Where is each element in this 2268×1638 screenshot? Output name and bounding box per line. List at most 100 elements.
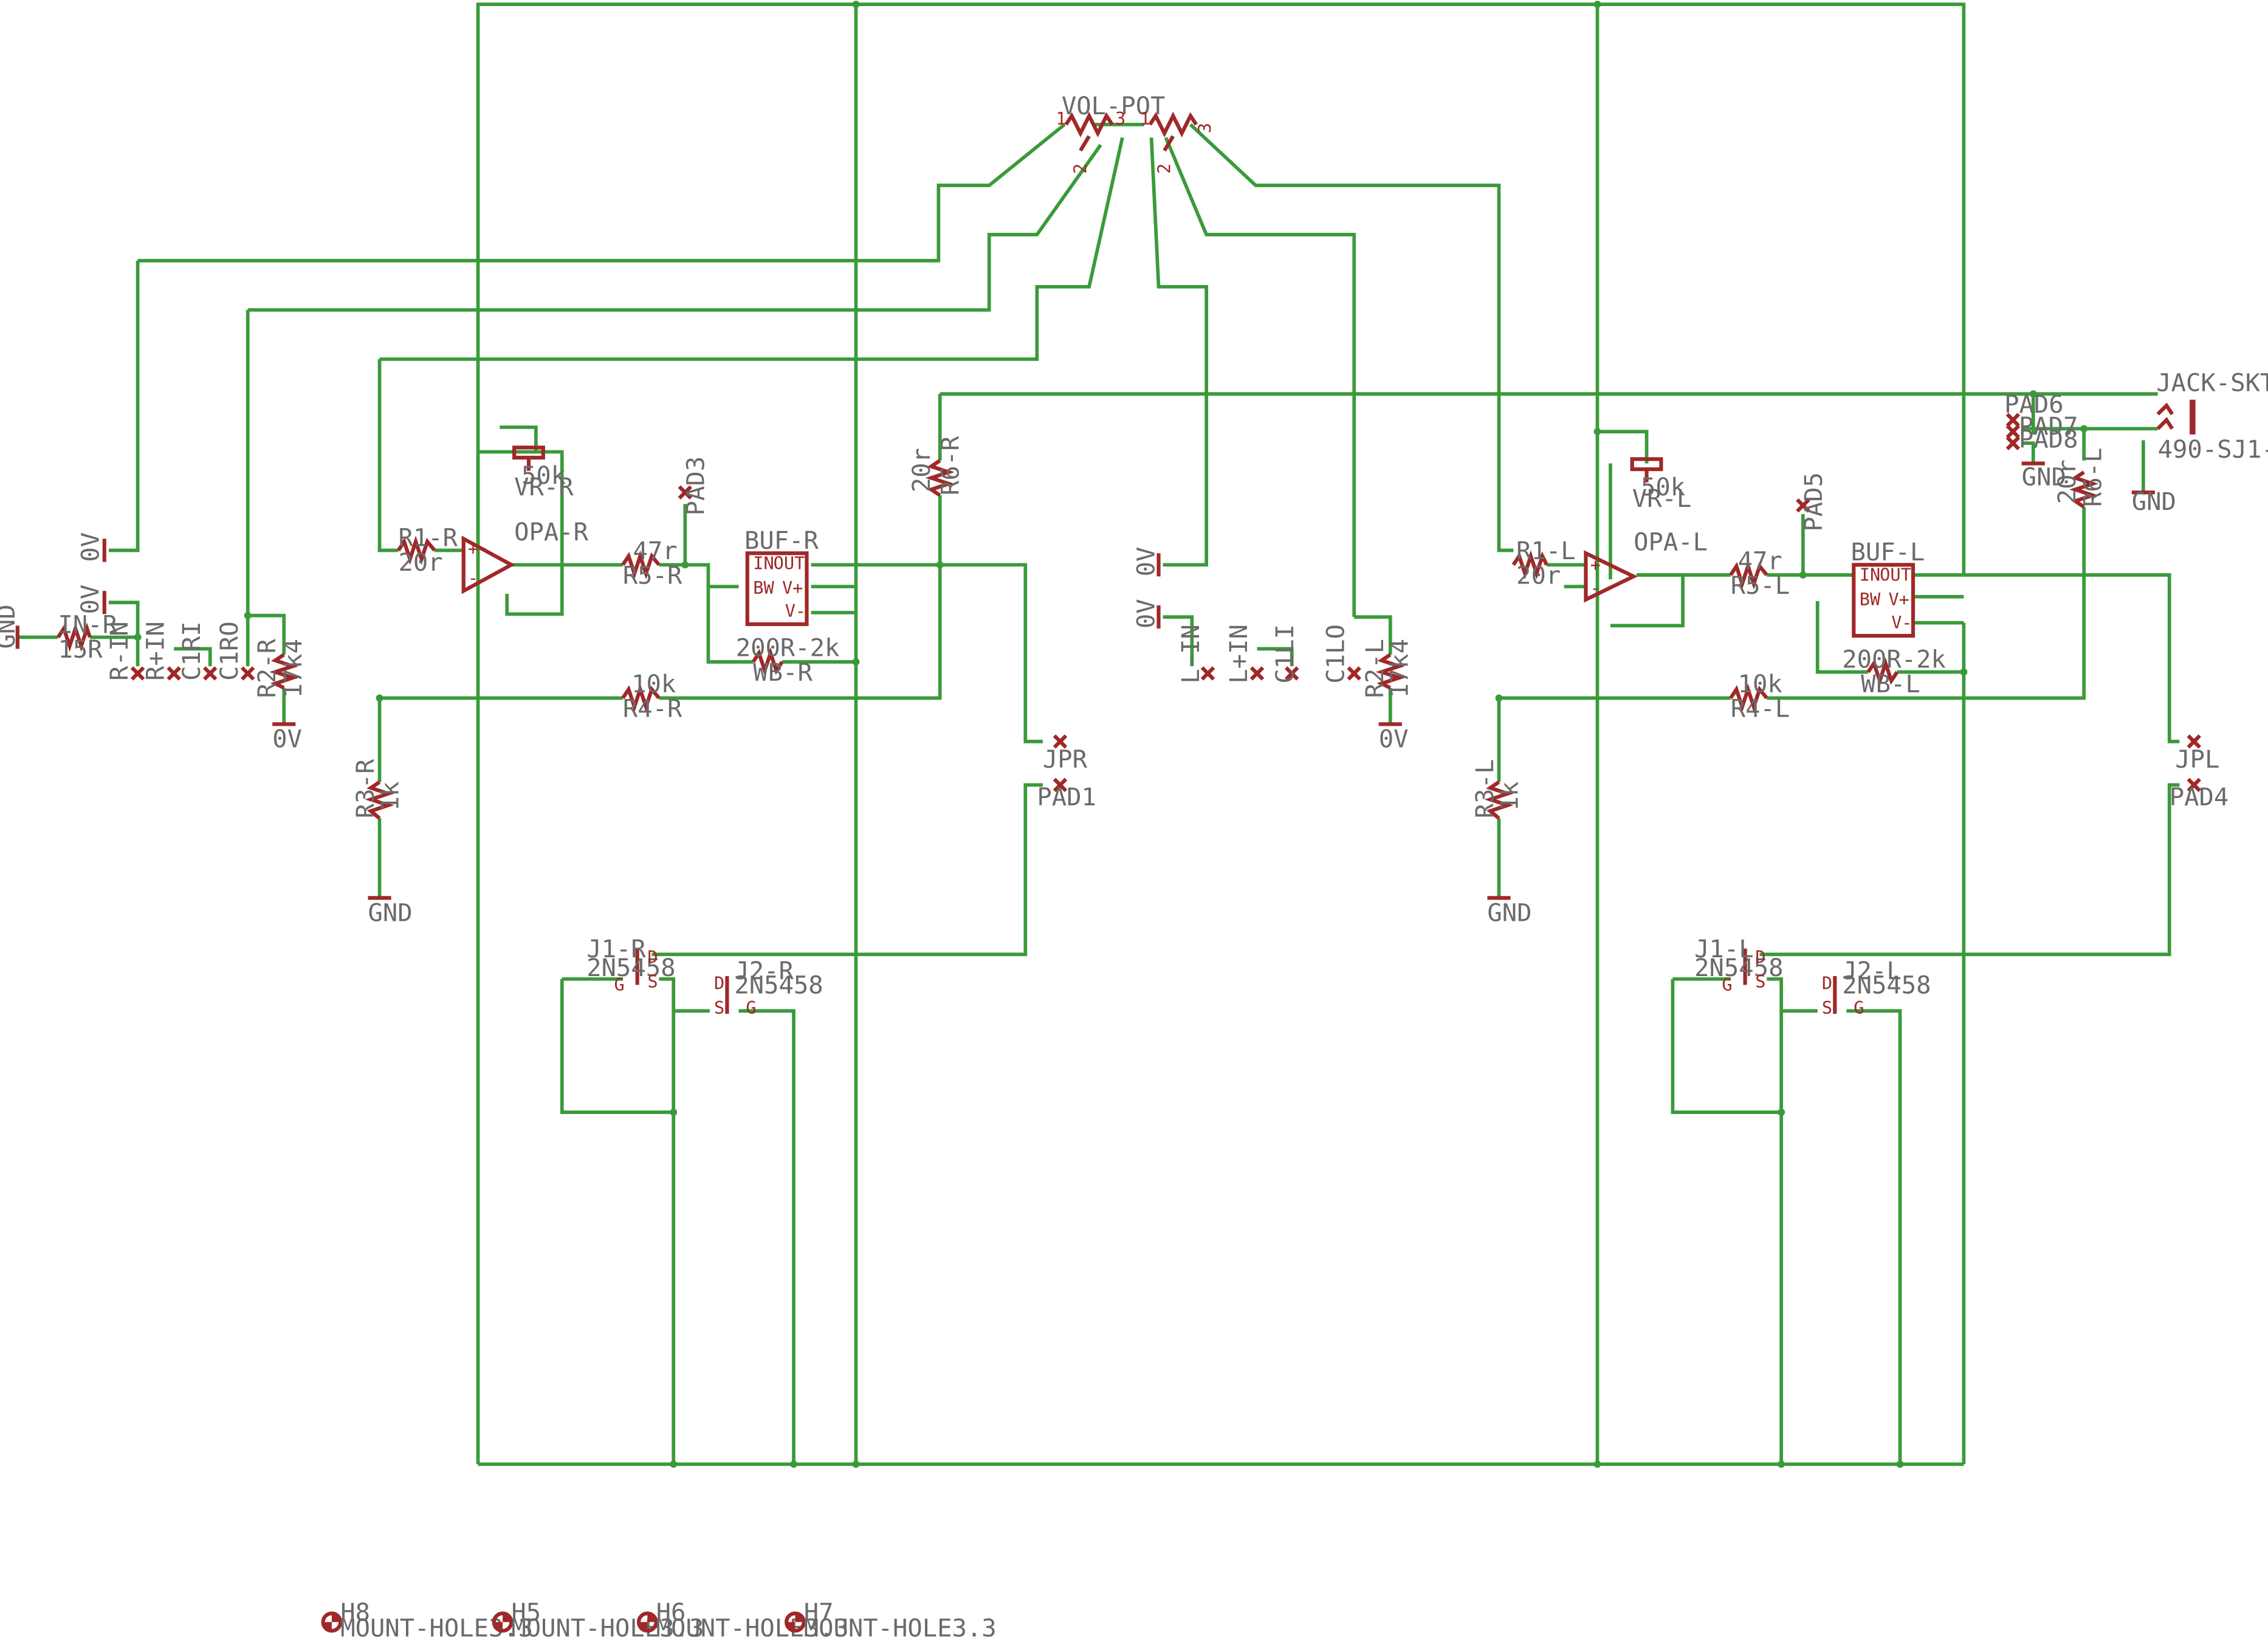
j1-l-jfet[interactable]: J1-L 2N5458 D S G [1694,934,1783,995]
pad-label: C1LI [1270,624,1299,684]
jfet-pin: G [1854,997,1864,1018]
vol-pot-pin: 2 [1070,163,1090,174]
pad-l-plus-in[interactable]: L+IN [1224,624,1265,684]
wb-r-resistor[interactable]: 200R-2k WB-R [736,633,840,687]
r4-r-name: R4-R [623,694,682,723]
r4-l-value: 10k [1738,669,1782,698]
pad-c1ro[interactable]: C1RO [215,621,255,681]
mount-hole-h7: H7 MOUNT-HOLE3.3 [785,1597,997,1638]
jack-pads[interactable]: PAD6 PAD7 PAD8 [2004,390,2078,453]
pad5[interactable]: PAD5 [1796,472,1828,532]
r5-r-name: R5-R [623,560,682,590]
r5-l-resistor[interactable]: 47r R5-L [1729,546,1790,600]
gnd-symbol: GND [368,896,413,927]
j1-r-jfet[interactable]: J1-R 2N5458 D S G [586,934,675,995]
zero-v-label: 0V [75,532,105,562]
pad-l-in[interactable]: L-IN [1176,624,1215,684]
r6-r-name: R6-R [936,436,965,495]
jfet-pin: D [714,972,724,993]
pad3[interactable]: PAD3 [678,456,710,516]
pad-label: C1RI [177,621,206,681]
jack-socket[interactable]: JACK-SKT 490-SJ1-3535NG [2156,368,2268,464]
r6-r-resistor[interactable]: 20r R6-R [907,436,965,497]
gnd-label: GND [368,898,412,927]
r3-l-resistor[interactable]: R3-L 1k [1470,759,1524,820]
wb-l-resistor[interactable]: 200R-2k WB-L [1842,644,1946,698]
symbols: VOL-POT 1 2 3 1 2 3 IN-R 15R GND 0V 0V [0,91,2268,1638]
vol-pot-pin: 1 [1056,108,1066,129]
mount-hole-name: H7 [804,1597,834,1626]
opamp-minus: - [1590,577,1601,598]
r3-l-value: 1k [1494,782,1524,811]
pad-jpr[interactable]: JPR [1043,734,1088,774]
j2-r-part: 2N5458 [734,971,823,1000]
j2-r-jfet[interactable]: J2-R 2N5458 D S G [714,956,823,1018]
pad-c1lo[interactable]: C1LO [1321,624,1361,684]
vol-pot-pin: 1 [1140,108,1150,129]
buf-r-buffer[interactable]: BUF-R IN OUT BW V+ V- [744,526,819,627]
opa-r-opamp[interactable]: + - OPA-R [461,517,589,594]
jfet-pin: S [714,997,724,1018]
mount-hole-h5: H5 MOUNT-HOLE3.3 [492,1597,704,1638]
gnd-label: GND [0,604,21,649]
jfet-pin: G [1722,974,1732,995]
zero-v-symbol: 0V [272,722,302,754]
r4-r-resistor[interactable]: 10k R4-R [621,669,682,723]
r6-l-value: 20r [2052,459,2081,504]
pad-label: R+IN [140,621,170,681]
jack-part: 490-SJ1-3535NG [2158,435,2268,464]
j1-r-part: 2N5458 [586,953,675,982]
vr-l-trimmer[interactable]: 50k VR-L [1630,457,1692,513]
r1-r-name: R1-R [399,523,458,552]
buf-r-pin: BW [753,577,774,598]
wires [17,2,2180,1466]
r3-r-resistor[interactable]: R3-R 1k [351,759,405,820]
pad-r-in[interactable]: R-IN [105,621,145,681]
r1-r-resistor[interactable]: R1-R 20r [396,523,458,577]
jfet-pin: S [647,971,658,992]
r1-l-resistor[interactable]: R1-L 20r [1511,536,1576,590]
j2-l-jfet[interactable]: J2-L 2N5458 D S G [1822,956,1931,1018]
r1-r-value: 20r [399,548,443,577]
r5-l-value: 47r [1738,546,1782,575]
r2-r-resistor[interactable]: R2-R 17k4 [252,638,308,698]
wb-l-value: 200R-2k [1842,644,1946,673]
pad-label: L+IN [1224,624,1253,684]
vr-r-trimmer[interactable]: 50k VR-R [512,446,574,501]
buf-l-pin: BW [1860,589,1881,610]
jfet-pin: G [614,974,625,995]
pad1[interactable]: PAD1 [1037,777,1096,811]
gnd-label: GND [2132,487,2176,516]
opa-l-opamp[interactable]: + - OPA-L [1584,527,1708,603]
jack-pad-label: PAD7 [2019,411,2078,441]
r2-l-resistor[interactable]: R2-L 17k4 [1360,639,1414,698]
gnd-label: GND [1487,898,1531,927]
pad4[interactable]: PAD4 [2170,777,2229,811]
mount-hole-part: MOUNT-HOLE3.3 [656,1614,849,1638]
j1-l-part: 2N5458 [1694,953,1783,982]
in-r-resistor[interactable]: IN-R 15R [56,610,118,664]
pad-label: JPR [1043,745,1088,774]
r5-l-name: R5-L [1731,571,1790,600]
pad-label: JPL [2175,745,2219,774]
buf-r-pin: OUT [774,552,805,573]
pad-c1ri[interactable]: C1RI [177,621,218,681]
pad-label: C1LO [1321,624,1350,684]
buf-r-pin: V- [785,600,806,621]
wb-r-name: WB-R [753,658,813,687]
r4-l-resistor[interactable]: 10k R4-L [1729,669,1790,723]
pad-r-plus-in[interactable]: R+IN [140,621,181,681]
r5-r-resistor[interactable]: 47r R5-R [621,536,682,590]
vol-pot[interactable]: VOL-POT 1 2 3 1 2 3 [1056,91,1215,174]
pad-c1li[interactable]: C1LI [1270,624,1299,684]
pad-jpl[interactable]: JPL [2175,734,2219,774]
r3-l-name: R3-L [1470,759,1499,819]
r6-l-resistor[interactable]: 20r R6-L [2052,447,2108,509]
zero-v-label: 0V [1379,724,1409,754]
j1-r-name: J1-R [586,934,646,963]
pad-label: R-IN [105,621,134,681]
buf-l-buffer[interactable]: BUF-L IN OUT BW V+ V- [1851,537,1925,638]
r2-l-value: 17k4 [1384,639,1414,698]
pad-label: PAD3 [681,456,710,516]
vr-l-name: VR-L [1632,484,1692,513]
